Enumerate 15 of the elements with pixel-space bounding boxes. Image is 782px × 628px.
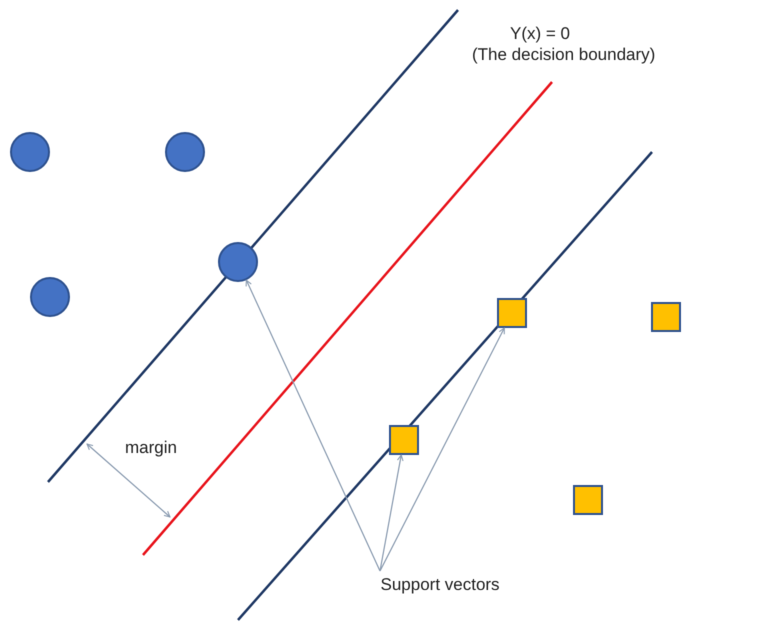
- square-data-point: [651, 302, 681, 332]
- leader-arrow: [379, 454, 404, 572]
- circle-data-point: [10, 132, 50, 172]
- square-data-point: [573, 485, 603, 515]
- leader-arrow: [379, 327, 505, 572]
- square-data-point: [389, 425, 419, 455]
- circle-data-point: [165, 132, 205, 172]
- square-data-point: [497, 298, 527, 328]
- circle-data-point: [218, 242, 258, 282]
- leader-arrow: [246, 280, 381, 572]
- margin-label: margin: [125, 438, 177, 458]
- boundary-label: (The decision boundary): [472, 45, 656, 65]
- callout-label: Support vectors: [380, 575, 500, 595]
- circle-data-point: [30, 277, 70, 317]
- equation-label: Y(x) = 0: [510, 24, 570, 44]
